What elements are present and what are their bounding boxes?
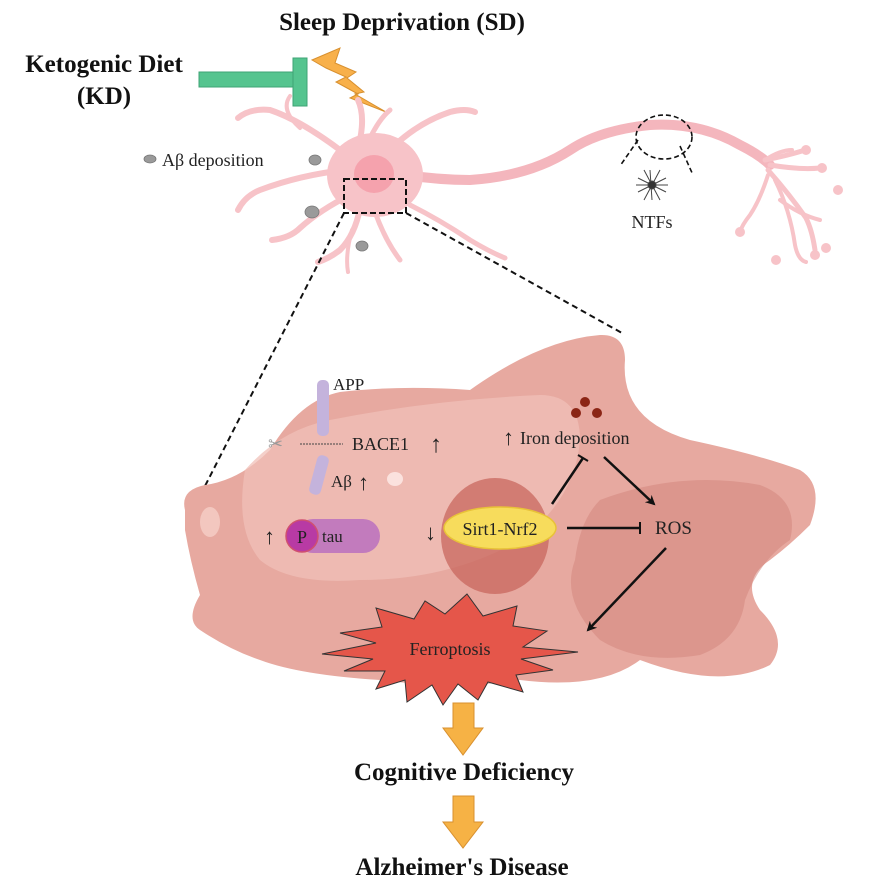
zoom-region-box: [343, 178, 407, 214]
flow-arrow-down-1: [442, 702, 484, 756]
iron-particles-icon: [571, 397, 602, 418]
inhibition-bar-icon: [198, 57, 308, 107]
cognitive-deficiency-label: Cognitive Deficiency: [354, 759, 575, 786]
sleep-deprivation-label: Sleep Deprivation (SD): [279, 9, 525, 36]
cell-highlight: [200, 507, 220, 537]
tau-label: tau: [322, 527, 343, 546]
flow-arrow-down-2: [441, 795, 485, 849]
zoom-line-right: [405, 212, 623, 334]
abeta-deposition-label: Aβ deposition: [162, 150, 264, 170]
edge-iron-to-ros: [603, 456, 656, 506]
sirt-down-arrow: ↓: [425, 520, 436, 545]
edge-sirt-inhibits-iron: [550, 457, 585, 505]
ferroptosis-burst: [321, 593, 579, 706]
alzheimers-disease-label: Alzheimer's Disease: [355, 854, 568, 881]
cell-dark-region: [570, 480, 792, 658]
abeta-up-arrow: ↑: [358, 470, 369, 495]
abeta-label: Aβ: [331, 472, 352, 491]
ketogenic-diet-label: Ketogenic Diet: [25, 51, 183, 78]
iron-up-arrow: ↑: [503, 425, 514, 450]
inhibit-bar: [577, 454, 589, 462]
bace1-up-arrow: ↑: [430, 432, 442, 458]
app-label: APP: [333, 375, 364, 394]
ntfs-label: NTFs: [631, 212, 672, 232]
lightning-icon: [310, 47, 387, 113]
bace1-label: BACE1: [352, 434, 409, 454]
abeta-fragment: [309, 455, 329, 495]
tau-protein: [296, 519, 380, 553]
iron-deposition-label: Iron deposition: [520, 428, 630, 448]
sirt1-nrf2-node: [443, 506, 557, 550]
cell-highlight: [387, 472, 403, 486]
ketogenic-diet-abbrev-label: (KD): [77, 83, 131, 110]
ferroptosis-label: Ferroptosis: [410, 639, 491, 659]
scissors-icon: ✂: [268, 434, 283, 455]
ptau-up-arrow: ↑: [264, 524, 275, 549]
sirt1-nrf2-label: Sirt1-Nrf2: [463, 519, 538, 539]
neuron-nucleus: [354, 155, 394, 193]
app-protein: [317, 380, 329, 436]
phosphate-group: [285, 519, 319, 553]
phosphate-label: P: [297, 527, 307, 547]
ntf-callout-line-left: [619, 139, 639, 167]
edge-ros-to-ferroptosis: [586, 547, 667, 632]
axon-terminals: [735, 145, 843, 265]
ntf-callout-circle: [635, 114, 693, 160]
neuron-illustration: [235, 94, 823, 274]
zoom-line-left: [202, 212, 345, 491]
ros-label: ROS: [655, 518, 692, 539]
ntf-tangle-icon: [636, 169, 668, 201]
amyloid-plaque-icons: [143, 154, 369, 252]
ntf-callout-line-right: [679, 145, 694, 176]
